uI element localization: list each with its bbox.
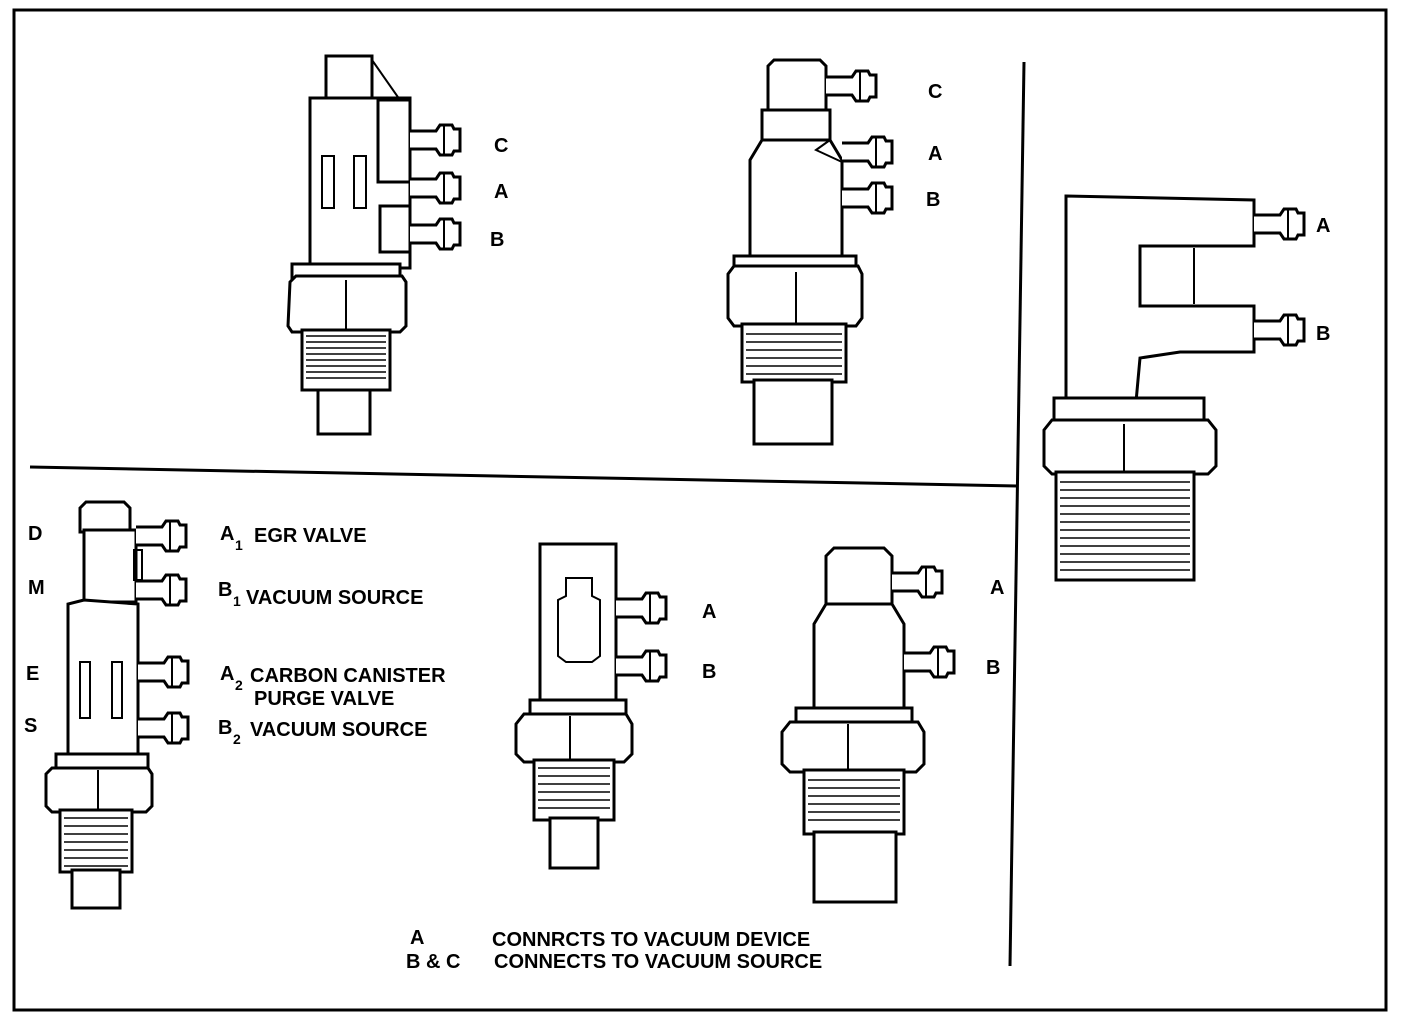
legend-key-a: A xyxy=(410,927,424,949)
svg-text:B: B xyxy=(218,717,232,739)
legend-text-bc: CONNECTS TO VACUUM SOURCE xyxy=(494,951,822,973)
vertical-divider xyxy=(1008,61,1026,967)
horizontal-divider xyxy=(29,465,1019,488)
svg-text:2: 2 xyxy=(235,677,243,693)
valve-4-port-a1-label: A 1 EGR VALVE xyxy=(220,523,367,553)
legend: A CONNRCTS TO VACUUM DEVICE B & C CONNEC… xyxy=(406,927,822,973)
svg-text:B: B xyxy=(218,579,232,601)
svg-text:EGR VALVE: EGR VALVE xyxy=(254,525,367,547)
valve-1-port-a-label: A xyxy=(494,181,508,203)
valve-4 xyxy=(44,500,190,910)
svg-text:A: A xyxy=(220,523,234,545)
legend-text-a: CONNRCTS TO VACUUM DEVICE xyxy=(492,929,810,951)
svg-text:A: A xyxy=(220,663,234,685)
valve-4-side-letter-m: M xyxy=(28,577,45,599)
svg-text:CARBON CANISTER: CARBON CANISTER xyxy=(250,665,446,687)
valve-2-port-b-label: B xyxy=(926,189,940,211)
valve-4-port-a2-label: A 2 CARBON CANISTER PURGE VALVE xyxy=(220,663,446,710)
valve-5-port-b-label: B xyxy=(702,661,716,683)
valve-5-port-a-label: A xyxy=(702,601,716,623)
svg-text:1: 1 xyxy=(235,537,243,553)
valve-1 xyxy=(286,54,462,436)
valve-6-port-b-label: B xyxy=(986,657,1000,679)
svg-text:VACUUM SOURCE: VACUUM SOURCE xyxy=(250,719,427,741)
valve-1-port-c-label: C xyxy=(494,135,508,157)
outer-frame xyxy=(12,8,1388,1012)
svg-text:1: 1 xyxy=(233,593,241,609)
valve-5 xyxy=(514,542,668,870)
valve-4-side-letter-e: E xyxy=(26,663,39,685)
valve-4-side-letter-s: S xyxy=(24,715,37,737)
valve-6 xyxy=(780,546,956,904)
valve-4-port-b2-label: B 2 VACUUM SOURCE xyxy=(218,717,427,747)
valve-2-port-a-label: A xyxy=(928,143,942,165)
svg-text:PURGE VALVE: PURGE VALVE xyxy=(254,688,394,710)
valve-4-port-b1-label: B 1 VACUUM SOURCE xyxy=(218,579,423,609)
legend-key-bc: B & C xyxy=(406,951,460,973)
valve-2-port-c-label: C xyxy=(928,81,942,103)
valve-6-port-a-label: A xyxy=(990,577,1004,599)
svg-text:2: 2 xyxy=(233,731,241,747)
svg-text:VACUUM SOURCE: VACUUM SOURCE xyxy=(246,587,423,609)
valve-3-port-b-label: B xyxy=(1316,323,1330,345)
valve-3 xyxy=(1042,194,1306,582)
valve-3-port-a-label: A xyxy=(1316,215,1330,237)
valve-4-side-letter-d: D xyxy=(28,523,42,545)
valve-1-port-b-label: B xyxy=(490,229,504,251)
valve-2 xyxy=(726,58,894,446)
